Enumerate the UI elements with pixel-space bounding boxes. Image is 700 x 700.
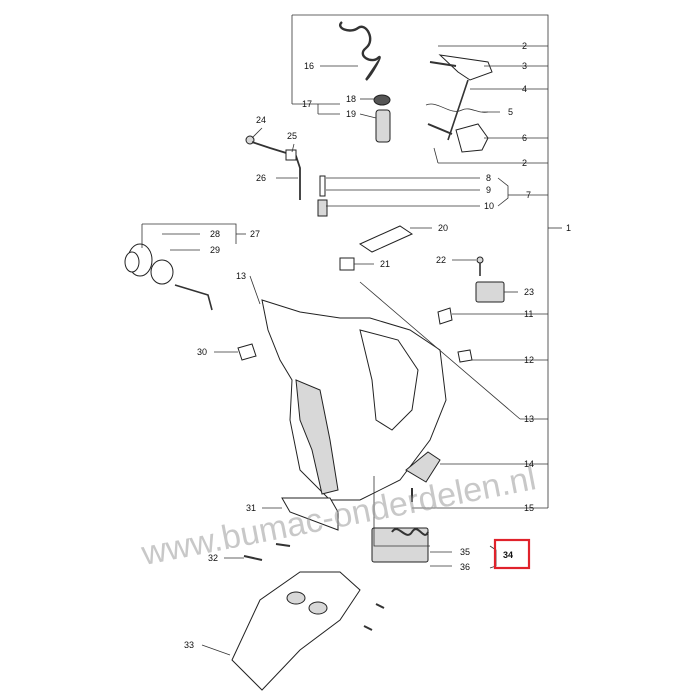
damper-part-19 bbox=[375, 109, 391, 143]
callout-29: 29 bbox=[210, 245, 220, 255]
leader-lines bbox=[141, 45, 521, 656]
wire-part-16 bbox=[339, 21, 381, 81]
bellows-inner bbox=[124, 251, 140, 273]
callout-34: 34 bbox=[503, 550, 513, 560]
guard-hole bbox=[286, 591, 306, 605]
screw-part-22 bbox=[476, 256, 484, 264]
callout-13: 13 bbox=[236, 271, 246, 281]
connector-part-23 bbox=[475, 281, 505, 303]
callout-8: 8 bbox=[486, 173, 491, 183]
throttle-trigger-part-3 bbox=[438, 54, 493, 81]
switch-part-20 bbox=[358, 225, 414, 253]
ring-part-29 bbox=[150, 259, 174, 285]
handle-grip-inner bbox=[295, 379, 339, 495]
callout-36: 36 bbox=[460, 562, 470, 572]
callout-6: 6 bbox=[522, 133, 527, 143]
callout-35: 35 bbox=[460, 547, 470, 557]
pad-part-14 bbox=[405, 451, 441, 483]
callout-1: 1 bbox=[566, 223, 571, 233]
callout-labels: 2 3 4 5 6 2 8 9 10 7 1 16 17 18 19 24 25… bbox=[184, 41, 571, 650]
callout-9: 9 bbox=[486, 185, 491, 195]
guard-hole bbox=[308, 601, 328, 615]
callout-5: 5 bbox=[508, 107, 513, 117]
callout-28: 28 bbox=[210, 229, 220, 239]
callout-24: 24 bbox=[256, 115, 266, 125]
callout-20: 20 bbox=[438, 223, 448, 233]
sleeve-part-10 bbox=[317, 199, 328, 217]
guard-part-33 bbox=[231, 571, 361, 691]
callout-26: 26 bbox=[256, 173, 266, 183]
bushing-part-18 bbox=[373, 94, 391, 106]
bracket-lines bbox=[291, 14, 562, 509]
clip-part-12 bbox=[457, 349, 473, 363]
callout-11: 11 bbox=[524, 309, 533, 319]
callout-15: 15 bbox=[524, 503, 534, 513]
callout-13: 13 bbox=[524, 414, 534, 424]
callout-12: 12 bbox=[524, 355, 534, 365]
callout-14: 14 bbox=[524, 459, 534, 469]
callout-19: 19 bbox=[346, 109, 356, 119]
bracket-part-31 bbox=[281, 497, 339, 531]
highlight-box bbox=[493, 538, 531, 570]
callout-25: 25 bbox=[287, 131, 297, 141]
part-30 bbox=[237, 343, 257, 361]
callout-17: 17 bbox=[302, 99, 312, 109]
callout-32: 32 bbox=[208, 553, 218, 563]
spring-part-5 bbox=[425, 103, 489, 113]
callout-2: 2 bbox=[522, 41, 527, 51]
clip-part-21 bbox=[339, 257, 355, 271]
callout-16: 16 bbox=[304, 61, 314, 71]
callout-2: 2 bbox=[522, 158, 527, 168]
callout-22: 22 bbox=[436, 255, 446, 265]
clip-part-11 bbox=[437, 307, 453, 325]
plate-part-36 bbox=[371, 527, 429, 563]
callout-23: 23 bbox=[524, 287, 534, 297]
clip-part-25 bbox=[285, 149, 297, 161]
callout-21: 21 bbox=[380, 259, 390, 269]
handle-side-panel bbox=[359, 329, 419, 431]
callout-30: 30 bbox=[197, 347, 207, 357]
callout-10: 10 bbox=[484, 201, 494, 211]
callout-31: 31 bbox=[246, 503, 256, 513]
spring-part-35 bbox=[391, 528, 429, 536]
callout-7: 7 bbox=[526, 190, 531, 200]
callout-27: 27 bbox=[250, 229, 260, 239]
callout-33: 33 bbox=[184, 640, 194, 650]
lockout-part-6 bbox=[455, 123, 489, 153]
callout-3: 3 bbox=[522, 61, 527, 71]
callout-4: 4 bbox=[522, 84, 527, 94]
pin-part-8 bbox=[319, 175, 326, 197]
callout-18: 18 bbox=[346, 94, 356, 104]
